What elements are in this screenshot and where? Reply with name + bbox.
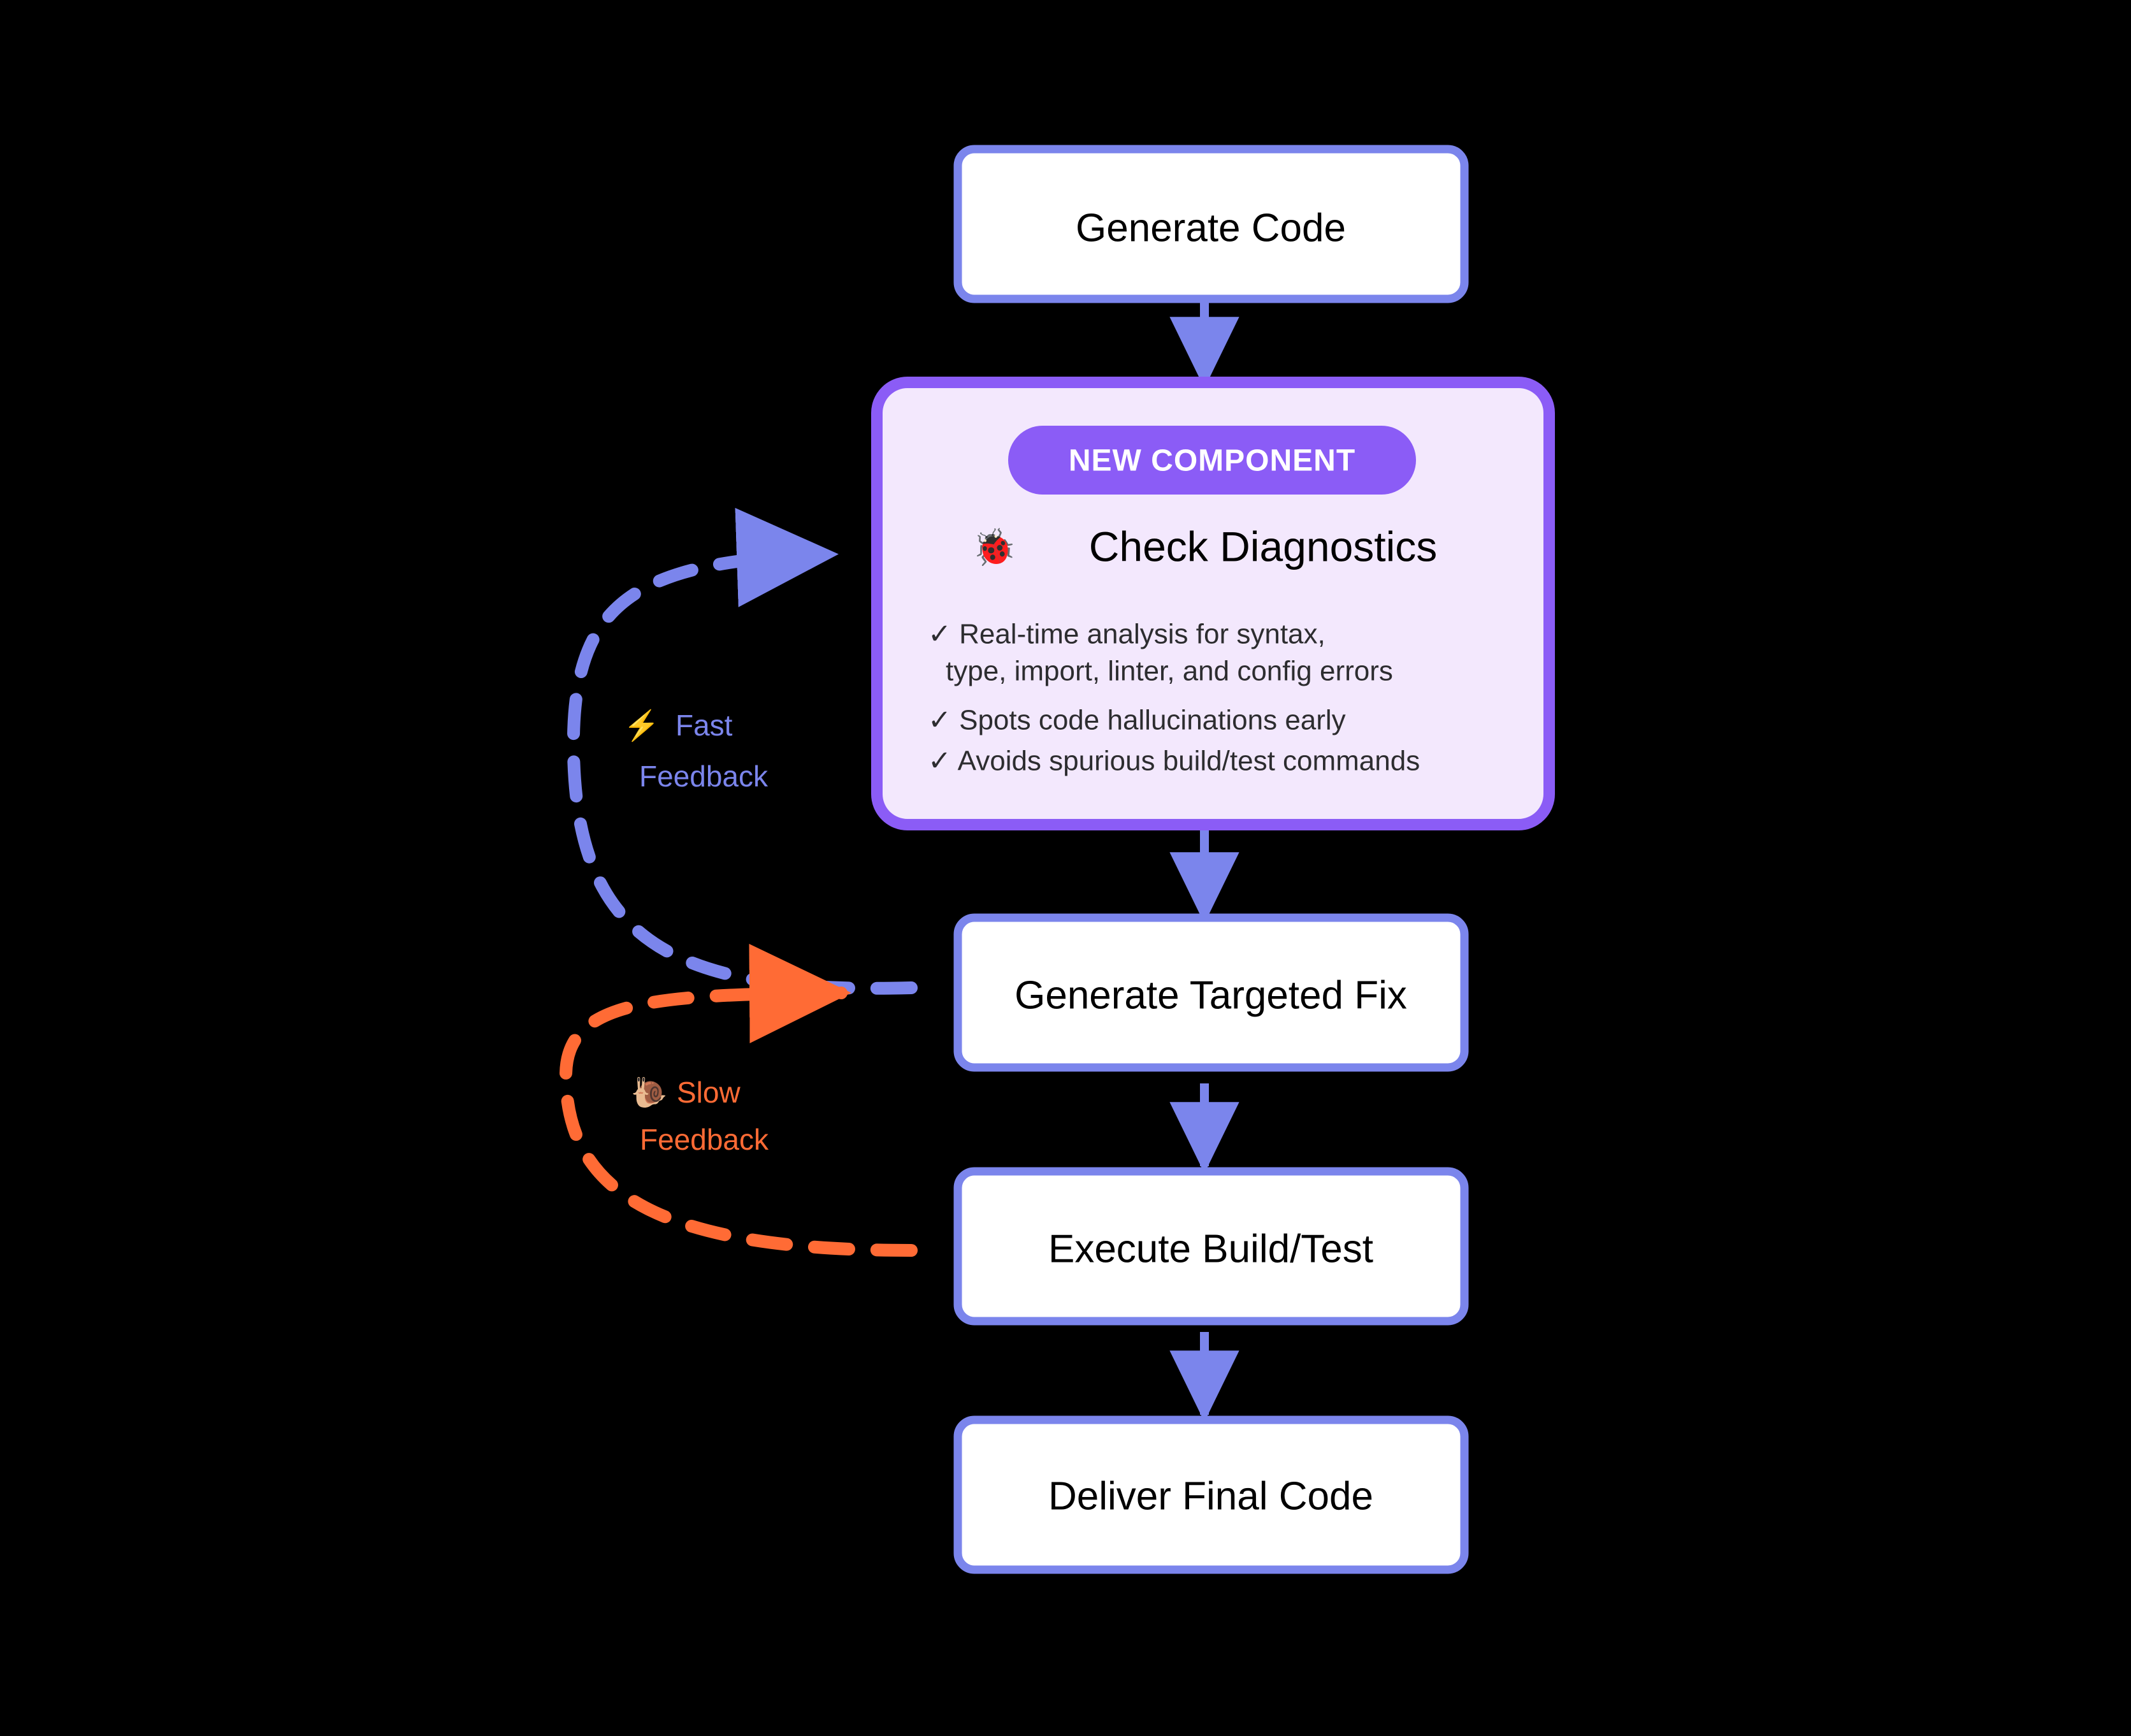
node-generate-code[interactable]: Generate Code xyxy=(953,145,1469,303)
node-execute-build-test-box[interactable] xyxy=(953,1167,1469,1326)
slow-feedback-line1: Slow xyxy=(677,1076,740,1109)
snail-icon: 🐌 xyxy=(631,1076,667,1110)
node-deliver-final-code-label: Deliver Final Code xyxy=(1048,1474,1373,1518)
node-generate-code-box[interactable] xyxy=(953,145,1469,303)
node-generate-targeted-fix[interactable]: Generate Targeted Fix xyxy=(953,913,1469,1072)
node-execute-build-test[interactable]: Execute Build/Test xyxy=(953,1167,1469,1326)
fast-feedback-line2: Feedback xyxy=(639,760,769,793)
bullet-item: ✓ Avoids spurious build/test commands xyxy=(928,746,1420,777)
edge-label-slow-feedback: 🐌 Slow Feedback xyxy=(631,1076,769,1156)
ladybug-icon: 🐞 xyxy=(972,527,1016,567)
bullet-item: ✓ Real-time analysis for syntax, xyxy=(928,619,1326,650)
bullet-item: ✓ Spots code hallucinations early xyxy=(928,705,1346,736)
diagnostics-bullet-list: ✓ Real-time analysis for syntax, type, i… xyxy=(928,619,1420,777)
node-check-diagnostics-title: Check Diagnostics xyxy=(1089,523,1438,570)
badge-pill xyxy=(1008,426,1416,495)
node-generate-code-label: Generate Code xyxy=(1076,206,1346,250)
node-check-diagnostics[interactable]: NEW COMPONENT 🐞 Check Diagnostics ✓ Real… xyxy=(871,377,1555,830)
node-generate-targeted-fix-box[interactable] xyxy=(953,913,1469,1072)
fast-feedback-line1: Fast xyxy=(675,709,733,742)
new-component-badge: NEW COMPONENT xyxy=(1008,426,1416,495)
bullet-item: type, import, linter, and config errors xyxy=(946,656,1393,687)
node-execute-build-test-label: Execute Build/Test xyxy=(1048,1227,1373,1271)
edge-slow-feedback xyxy=(559,943,918,1257)
lightning-bolt-icon: ⚡ xyxy=(623,709,660,743)
edge-label-fast-feedback: ⚡ Fast Feedback xyxy=(623,709,769,793)
badge-label: NEW COMPONENT xyxy=(1069,444,1355,478)
node-generate-targeted-fix-label: Generate Targeted Fix xyxy=(1015,973,1407,1017)
node-deliver-final-code-box[interactable] xyxy=(953,1415,1469,1574)
edge-fast-feedback xyxy=(567,507,918,995)
node-deliver-final-code[interactable]: Deliver Final Code xyxy=(953,1415,1469,1574)
slow-feedback-line2: Feedback xyxy=(640,1123,769,1156)
